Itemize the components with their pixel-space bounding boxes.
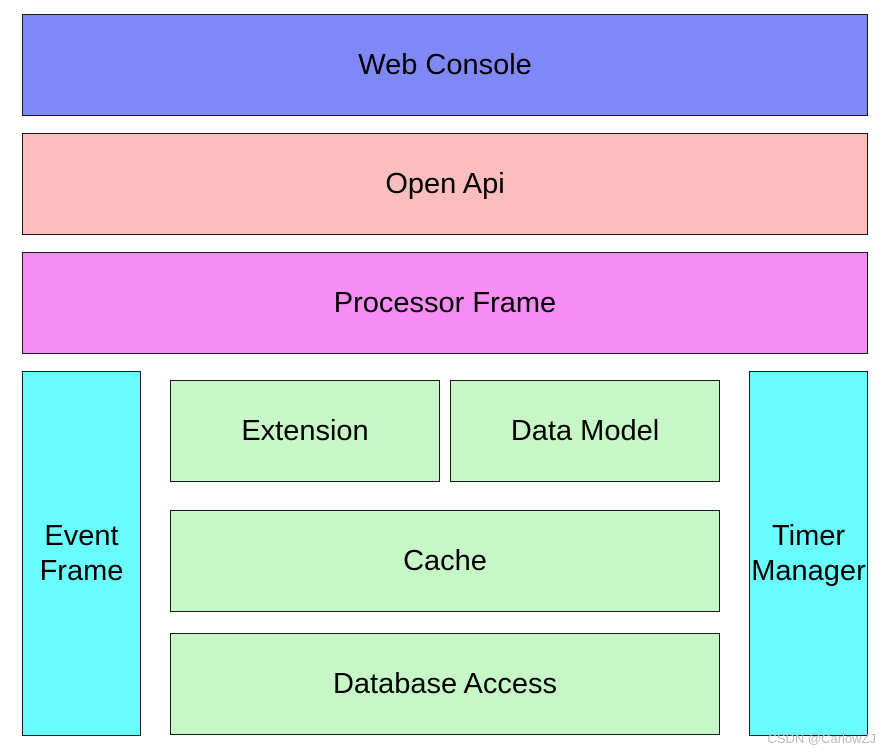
extension-label: Extension [241, 414, 369, 447]
cache-module: Cache [170, 510, 720, 612]
timer-manager-panel: Timer Manager [749, 371, 868, 736]
data-model-module: Data Model [450, 380, 720, 482]
event-frame-label: Event Frame [39, 519, 124, 587]
cache-label: Cache [403, 544, 487, 577]
database-access-label: Database Access [332, 667, 558, 700]
web-console-label: Web Console [358, 48, 532, 81]
extension-module: Extension [170, 380, 440, 482]
web-console-layer: Web Console [22, 14, 868, 116]
open-api-layer: Open Api [22, 133, 868, 235]
processor-frame-label: Processor Frame [333, 286, 557, 319]
watermark: CSDN @CarlowZJ [767, 731, 876, 746]
open-api-label: Open Api [385, 167, 505, 200]
event-frame-panel: Event Frame [22, 371, 141, 736]
timer-manager-label: Timer Manager [751, 519, 866, 587]
data-model-label: Data Model [510, 414, 660, 447]
database-access-module: Database Access [170, 633, 720, 735]
processor-frame-layer: Processor Frame [22, 252, 868, 354]
